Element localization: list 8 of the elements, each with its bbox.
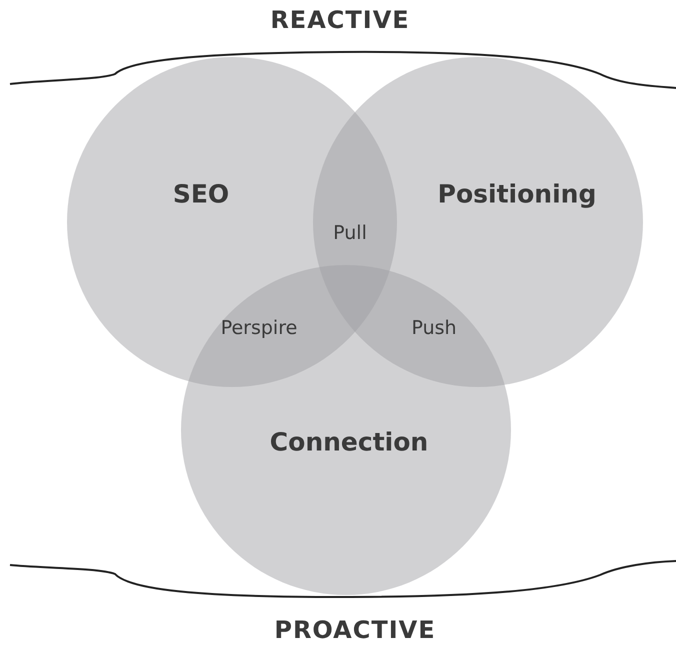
overlap-label: Perspire: [220, 317, 298, 339]
circle-label: Positioning: [438, 180, 596, 208]
axis-label: REACTIVE: [270, 6, 410, 34]
axis-label: PROACTIVE: [274, 616, 436, 644]
overlap-label: Pull: [333, 222, 367, 244]
overlap-label: Push: [411, 317, 457, 339]
circle-label: Connection: [270, 428, 428, 456]
circle-label: SEO: [172, 180, 230, 208]
